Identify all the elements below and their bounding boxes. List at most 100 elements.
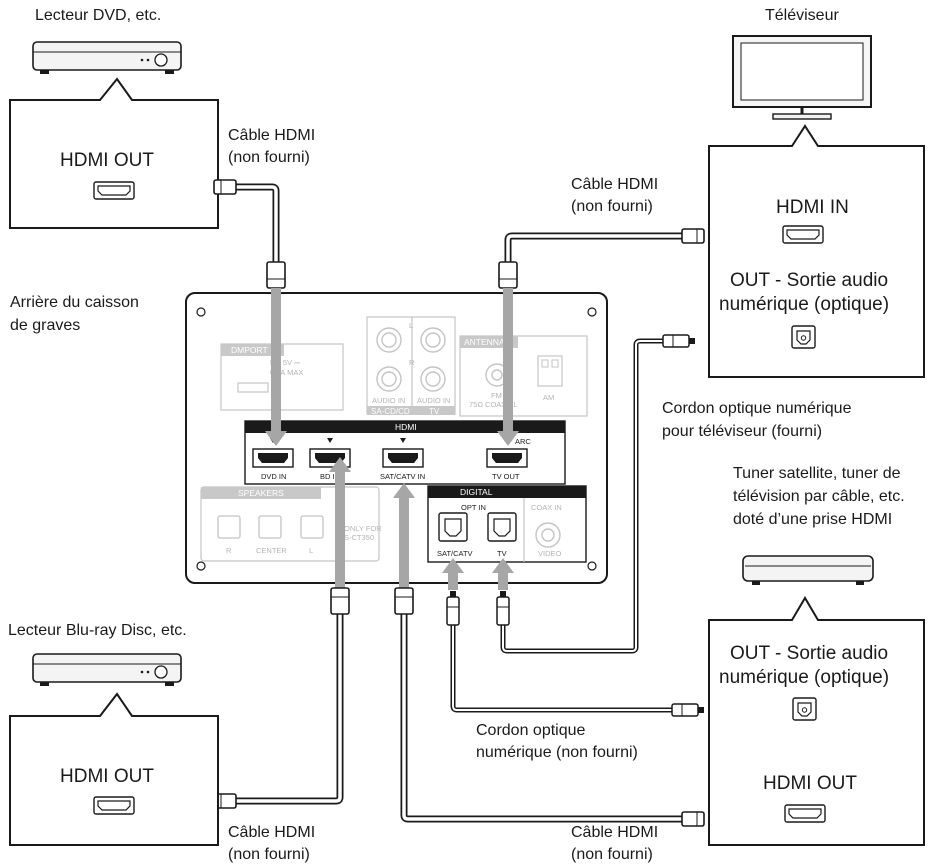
arrow-to-bd-in bbox=[329, 457, 351, 588]
hdmi-plug-bd-in-side bbox=[330, 587, 350, 615]
audio-in-section bbox=[366, 316, 456, 415]
speaker-center-label: CENTER bbox=[256, 546, 287, 555]
optical-plug-opt-sat-side bbox=[446, 591, 460, 626]
optical-sat-port bbox=[438, 512, 468, 542]
hdmi-plug-sat-in-side bbox=[394, 587, 414, 615]
audio-right-mark: R bbox=[409, 358, 415, 367]
tuner-hdmi-out-label: HDMI OUT bbox=[763, 773, 857, 794]
optical-cord-bottom-label-2: numérique (non fourni) bbox=[476, 744, 638, 761]
bluray-hdmi-port-icon bbox=[93, 796, 135, 815]
hdmi-cable-top-right-label-1: Câble HDMI bbox=[571, 176, 658, 193]
speakers-section bbox=[200, 486, 380, 562]
dvd-player-label: Lecteur DVD, etc. bbox=[35, 7, 161, 24]
hdmi-plug-tv-side bbox=[681, 228, 705, 244]
digital-label: DIGITAL bbox=[460, 487, 493, 497]
hdmi-sat-in-port bbox=[382, 448, 424, 468]
tv-icon bbox=[732, 35, 872, 120]
optical-cord-tv bbox=[500, 338, 663, 654]
subwoofer-back-label-1: Arrière du caisson bbox=[10, 294, 139, 311]
only-for-label: ONLY FOR bbox=[344, 524, 382, 533]
tv-out-label: TV OUT bbox=[492, 472, 520, 481]
optical-cord-tuner bbox=[450, 625, 672, 713]
video-label: VIDEO bbox=[538, 549, 562, 558]
tv-optical-out-label-1: OUT - Sortie audio bbox=[730, 270, 888, 291]
bluray-hdmi-out-label: HDMI OUT bbox=[60, 766, 154, 787]
dvd-player-icon bbox=[32, 41, 182, 71]
opt-tv-label: TV bbox=[497, 549, 507, 558]
tuner-icon bbox=[742, 555, 874, 585]
dvd-callout-box bbox=[9, 77, 219, 229]
tv-label: Téléviseur bbox=[765, 7, 839, 24]
hdmi-cable-bluray bbox=[232, 610, 344, 805]
am-label: AM bbox=[543, 393, 554, 402]
dmport-section bbox=[220, 343, 344, 411]
dvd-player-device bbox=[32, 41, 182, 74]
arrow-to-dvd-in bbox=[265, 288, 287, 446]
hdmi-cable-bottom-left-label-1: Câble HDMI bbox=[228, 824, 315, 841]
optical-cord-bottom-label-1: Cordon optique bbox=[476, 722, 586, 739]
audio-in-label-1: AUDIO IN bbox=[372, 396, 405, 405]
hdmi-plug-dvd-in-side bbox=[266, 261, 286, 289]
tv-optical-out-label-2: numérique (optique) bbox=[719, 294, 889, 315]
hdmi-cable-tuner bbox=[400, 610, 686, 823]
arrow-to-opt-tv bbox=[492, 558, 514, 590]
dmport-current-label: 0.7A MAX bbox=[270, 368, 303, 377]
tuner-label-2: télévision par câble, etc. bbox=[733, 488, 905, 505]
hdmi-plug-tv-out-side bbox=[498, 261, 518, 289]
hdmi-cable-bottom-right-label-1: Câble HDMI bbox=[571, 824, 658, 841]
dvd-hdmi-port-icon bbox=[93, 181, 135, 200]
optical-cord-tv-label-1: Cordon optique numérique bbox=[662, 400, 852, 417]
speakers-label: SPEAKERS bbox=[238, 488, 284, 498]
bluray-player-label: Lecteur Blu-ray Disc, etc. bbox=[8, 622, 187, 639]
optical-plug-tv-side bbox=[662, 334, 695, 348]
optical-tv-port bbox=[487, 512, 517, 542]
hdmi-section-label: HDMI bbox=[395, 422, 417, 432]
hdmi-cable-bottom-right-label-2: (non fourni) bbox=[571, 846, 653, 863]
tuner-hdmi-port-icon bbox=[784, 804, 826, 823]
dmport-dc-label: DC 5V ⎓ bbox=[270, 358, 301, 367]
arrow-to-tv-out bbox=[497, 288, 519, 446]
speaker-r-label: R bbox=[226, 546, 232, 555]
dmport-label: DMPORT bbox=[231, 345, 268, 355]
dvd-in-label: DVD IN bbox=[261, 472, 286, 481]
bd-in-label: BD IN bbox=[320, 472, 340, 481]
hdmi-plug-tuner-side bbox=[681, 811, 705, 827]
tuner-label-1: Tuner satellite, tuner de bbox=[733, 465, 901, 482]
audio-in-label-2: AUDIO IN bbox=[417, 396, 450, 405]
antenna-label: ANTENNA bbox=[464, 337, 505, 347]
sat-in-label: SAT/CATV IN bbox=[380, 472, 425, 481]
tv-audio-label: TV bbox=[429, 407, 440, 416]
coaxial-label: 75Ω COAXIAL bbox=[469, 400, 518, 409]
fm-label: FM bbox=[491, 391, 502, 400]
opt-sat-label: SAT/CATV bbox=[437, 549, 473, 558]
bluray-player-device bbox=[32, 653, 182, 686]
tuner-optical-out-label-2: numérique (optique) bbox=[719, 667, 889, 688]
hdmi-dvd-in-port bbox=[252, 448, 294, 468]
hdmi-tv-out-port bbox=[486, 448, 528, 468]
subwoofer-back-label-2: de graves bbox=[10, 317, 80, 334]
hdmi-plug-dvd-side bbox=[213, 179, 237, 195]
hdmi-cable-top-right-label-2: (non fourni) bbox=[571, 198, 653, 215]
model-label: S-CT350 bbox=[344, 533, 374, 542]
hdmi-cable-top-left-label-2: (non fourni) bbox=[228, 149, 310, 166]
hdmi-cable-top-left-label-1: Câble HDMI bbox=[228, 127, 315, 144]
speaker-l-label: L bbox=[309, 546, 313, 555]
tuner-label-3: doté d’une prise HDMI bbox=[733, 511, 892, 528]
bluray-callout-box bbox=[9, 692, 219, 846]
tv-callout-box bbox=[708, 124, 925, 378]
opt-in-label: OPT IN bbox=[461, 503, 486, 512]
tuner-optical-port-icon bbox=[792, 697, 817, 721]
optical-plug-opt-tv-side bbox=[496, 591, 510, 626]
optical-plug-tuner-side bbox=[671, 703, 704, 717]
dvd-hdmi-out-label: HDMI OUT bbox=[60, 150, 154, 171]
tv-hdmi-port-icon bbox=[782, 225, 824, 244]
sacd-label: SA-CD/CD bbox=[371, 407, 410, 416]
arrow-to-sat-in bbox=[393, 483, 415, 588]
arc-label: ARC bbox=[515, 437, 531, 446]
coax-in-label: COAX IN bbox=[531, 503, 562, 512]
hdmi-cable-tv bbox=[504, 232, 686, 266]
audio-left-mark: L bbox=[409, 321, 413, 330]
hdmi-cable-bottom-left-label-2: (non fourni) bbox=[228, 846, 310, 863]
